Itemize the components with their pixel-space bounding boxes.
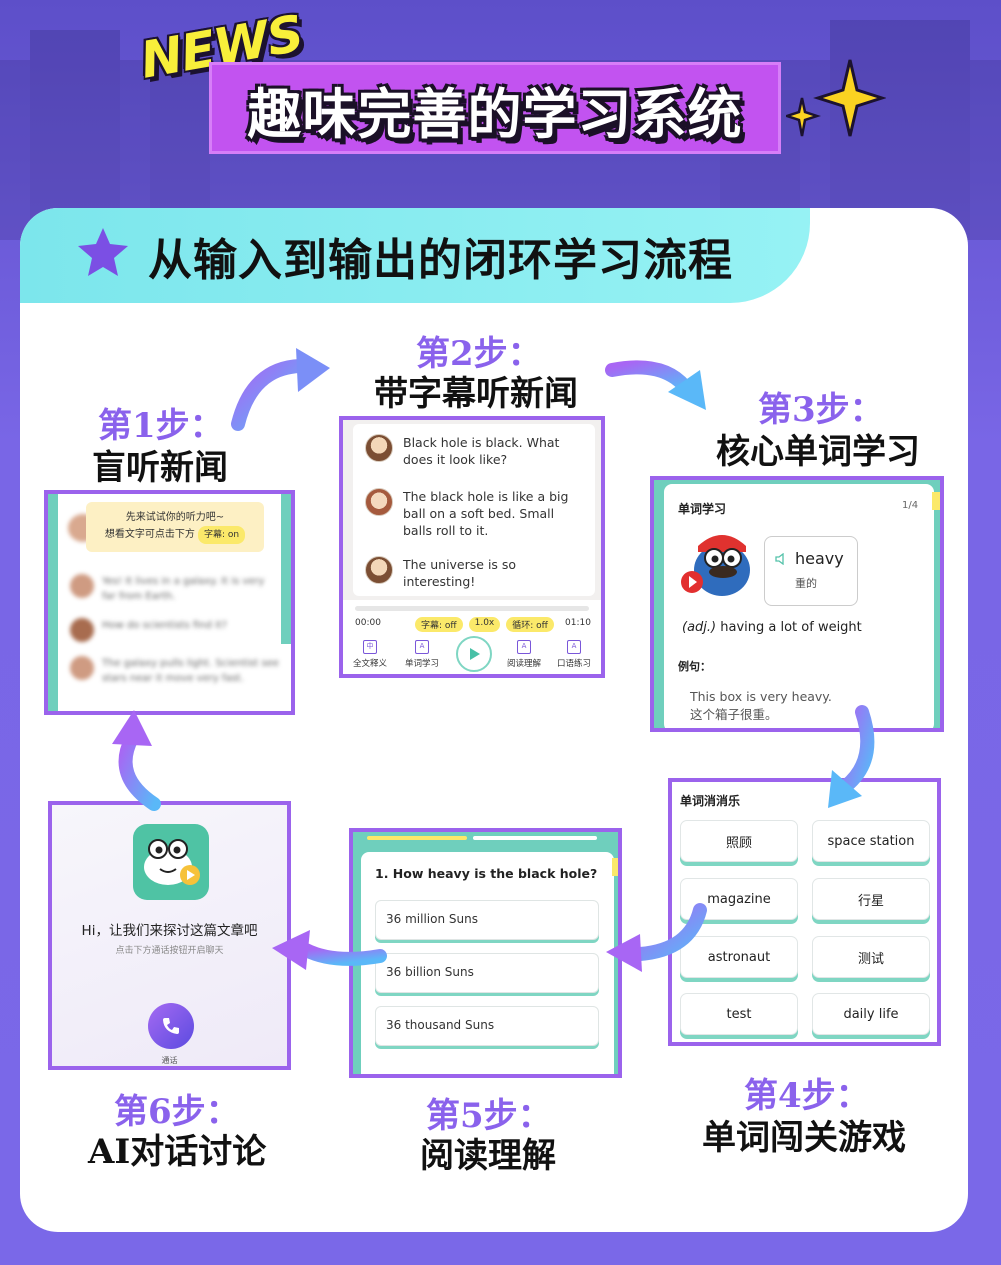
tab-full-text[interactable]: 中全文释义: [353, 640, 388, 669]
page-title: 趣味完善的学习系统: [247, 83, 743, 146]
play-icon: [470, 648, 480, 660]
listening-hint: 先来试试你的听力吧~ 想看文字可点击下方 字幕: on: [86, 502, 264, 552]
avatar: [365, 434, 393, 462]
answer-option[interactable]: 36 million Suns: [375, 900, 599, 940]
section-banner: [20, 208, 810, 303]
blurred-transcript: Yes! It lives in a galaxy. It is very fa…: [70, 574, 280, 686]
step1-name: 盲听新闻: [92, 448, 228, 488]
chat-message: The universe is so interesting!: [365, 556, 585, 590]
word-tile[interactable]: 行星: [812, 878, 930, 920]
card-title: 单词学习: [678, 502, 727, 516]
step4-screenshot: 单词消消乐 照顾 space station magazine 行星 astro…: [668, 778, 941, 1046]
player-bar: 00:00 字幕: off 1.0x 循环: off 01:10 中全文释义 A…: [343, 600, 601, 674]
chat-message: Black hole is black. What does it look l…: [365, 434, 585, 468]
step3-screenshot: 单词学习 1/4 heavy 重的 (adj.) having a lot of…: [650, 476, 944, 732]
sparkle-icon: [786, 59, 886, 137]
chat-message: The black hole is like a big ball on a s…: [365, 488, 585, 539]
title-banner: [209, 62, 781, 154]
word-tile[interactable]: test: [680, 993, 798, 1035]
word-card[interactable]: heavy 重的: [764, 536, 858, 606]
call-button[interactable]: [148, 1003, 194, 1049]
step6-number: 第6步：: [114, 1092, 240, 1132]
star-icon: [78, 228, 128, 276]
speaker-icon: [775, 553, 784, 565]
answer-option[interactable]: 36 thousand Suns: [375, 1006, 599, 1046]
call-label: 通话: [161, 1056, 178, 1065]
example-sentence: This box is very heavy. 这个箱子很重。: [690, 689, 832, 722]
word-tile[interactable]: space station: [812, 820, 930, 862]
answer-option[interactable]: 36 billion Suns: [375, 953, 599, 993]
step1-number: 第1步：: [98, 406, 224, 446]
step2-name: 带字幕听新闻: [374, 374, 578, 414]
step4-number: 第4步：: [744, 1076, 870, 1116]
step6-screenshot: Hi，让我们来探讨这篇文章吧 点击下方通话按钮开启聊天 通话: [48, 801, 291, 1070]
step2-screenshot: Black hole is black. What does it look l…: [339, 416, 605, 678]
word-tile[interactable]: magazine: [680, 878, 798, 920]
loop-toggle[interactable]: 循环: off: [506, 617, 554, 632]
app-logo-icon: [133, 824, 209, 900]
play-button[interactable]: [456, 636, 492, 672]
step3-name: 核心单词学习: [716, 432, 920, 472]
question: 1. How heavy is the black hole?: [375, 866, 598, 881]
chat-hint: 点击下方通话按钮开启聊天: [115, 946, 224, 956]
step5-number: 第5步：: [426, 1096, 552, 1136]
progress-track[interactable]: [355, 606, 589, 611]
word-tile[interactable]: 测试: [812, 936, 930, 978]
mascot-icon: [681, 535, 750, 596]
step5-screenshot: 1. How heavy is the black hole? 36 milli…: [349, 828, 622, 1078]
step5-name: 阅读理解: [420, 1136, 556, 1176]
section-title: 从输入到输出的闭环学习流程: [148, 235, 733, 286]
definition: (adj.) having a lot of weight: [682, 620, 862, 635]
game-title: 单词消消乐: [680, 794, 741, 808]
speed-toggle[interactable]: 1.0x: [468, 617, 501, 632]
word-tile[interactable]: 照顾: [680, 820, 798, 862]
word-meaning: 重的: [795, 577, 817, 590]
subtitle-toggle[interactable]: 字幕: off: [415, 617, 463, 632]
word-tile[interactable]: astronaut: [680, 936, 798, 978]
step6-name: AI对话讨论: [88, 1132, 267, 1172]
step1-screenshot: 先来试试你的听力吧~ 想看文字可点击下方 字幕: on Yes! It live…: [44, 490, 295, 715]
avatar: [365, 488, 393, 516]
word-tile[interactable]: daily life: [812, 993, 930, 1035]
step3-number: 第3步：: [758, 390, 884, 430]
step4-name: 单词闯关游戏: [702, 1118, 906, 1158]
chat-greeting: Hi，让我们来探讨这篇文章吧: [81, 923, 258, 939]
phone-icon: [163, 1018, 179, 1034]
step2-number: 第2步：: [416, 334, 542, 374]
card-counter: 1/4: [902, 500, 919, 511]
word-text: heavy: [795, 549, 844, 568]
avatar: [365, 556, 393, 584]
